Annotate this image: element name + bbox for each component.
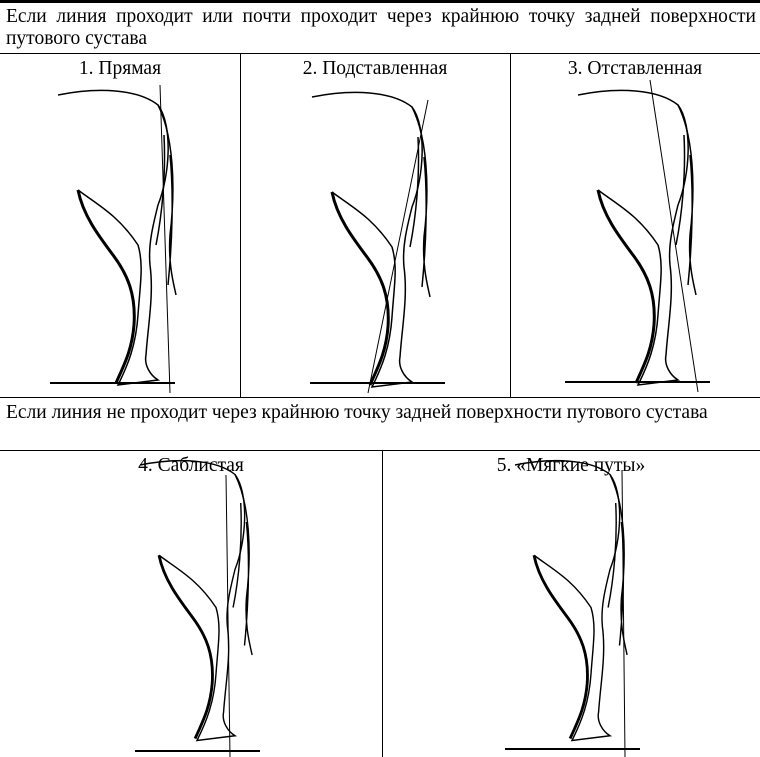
- figure-soft-pasterns: [513, 459, 629, 742]
- intro-text: Если линия проходит или почти проходит ч…: [6, 6, 756, 49]
- divider: [0, 53, 760, 54]
- plumb-line: [159, 84, 171, 394]
- caption-straight: 1. Прямая: [78, 58, 162, 79]
- figure-sickle: [138, 459, 254, 742]
- caption-soft-pasterns: 5. «Мягкие путы»: [496, 455, 646, 476]
- figure-under: [310, 90, 432, 389]
- table-top-border: [0, 0, 760, 3]
- caption-under: 2. Подставленная: [302, 58, 448, 79]
- plumb-line: [621, 469, 626, 757]
- second-text: Если линия не проходит через крайнюю точ…: [6, 402, 708, 423]
- caption-camped-out: 3. Отставленная: [567, 58, 703, 79]
- divider: [0, 397, 760, 398]
- plumb-line: [649, 79, 699, 393]
- caption-sickle: 4. Саблистая: [138, 455, 244, 476]
- plumb-line: [225, 474, 231, 757]
- figure-camped-out: [576, 88, 698, 387]
- column-divider: [382, 450, 383, 757]
- plumb-line: [367, 99, 429, 394]
- column-divider: [240, 53, 241, 397]
- figure-straight: [56, 88, 178, 387]
- divider: [0, 450, 760, 451]
- column-divider: [510, 53, 511, 397]
